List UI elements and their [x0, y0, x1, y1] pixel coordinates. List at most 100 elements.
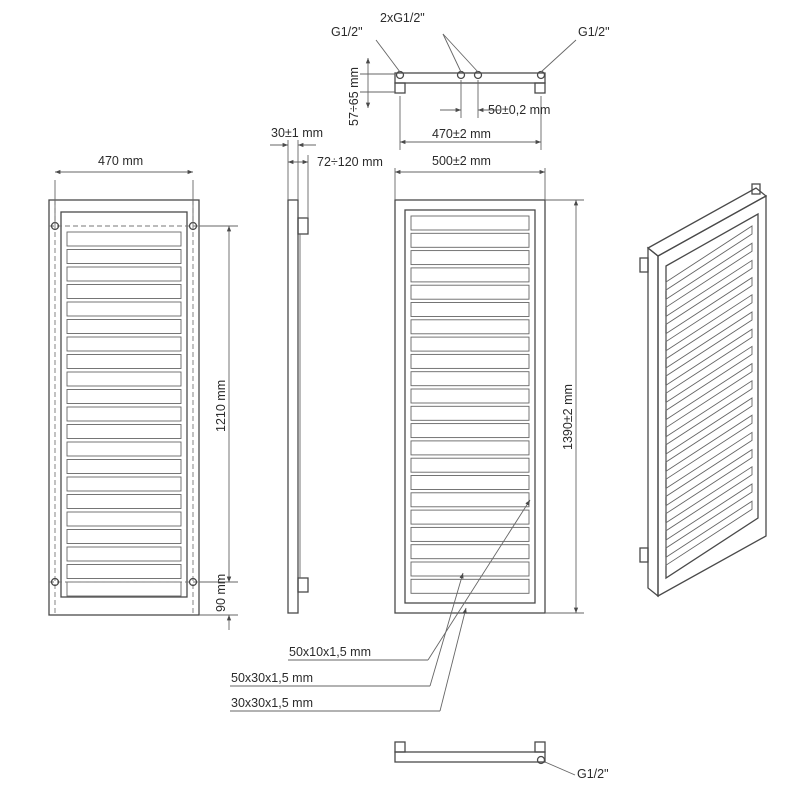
back-view-inner	[404, 209, 536, 604]
front-slat	[66, 476, 182, 492]
front-slat	[66, 459, 182, 474]
perspective-slat	[665, 225, 753, 291]
side-depth-label: 30±1 mm	[271, 126, 323, 140]
bottom-connection-label: G1/2"	[577, 767, 609, 781]
perspective-bracket-bottom	[639, 547, 649, 563]
top-spacing-label: 50±0,2 mm	[488, 103, 550, 117]
back-slat	[410, 319, 530, 335]
bottom-bracket-right	[534, 741, 546, 753]
back-slat	[410, 232, 530, 248]
perspective-slat	[665, 362, 753, 429]
front-slat	[66, 231, 182, 247]
back-slat	[410, 267, 530, 283]
front-slat	[66, 581, 182, 597]
back-slat	[410, 215, 530, 231]
front-slat	[66, 301, 182, 317]
side-view-body	[287, 199, 299, 614]
perspective-slat	[665, 379, 753, 446]
perspective-slat	[665, 259, 753, 326]
back-width-label: 500±2 mm	[432, 154, 491, 168]
back-view: 500±2 mm 1390±2 mm	[394, 154, 584, 614]
front-view-slats	[66, 231, 182, 597]
back-view-slats	[410, 215, 530, 594]
back-slat	[410, 492, 530, 508]
perspective-slat	[665, 431, 753, 498]
top-view-bracket-left	[394, 82, 406, 94]
top-view-bracket-right	[534, 82, 546, 94]
front-view: 470 mm 1210 mm 90 mm	[48, 154, 238, 630]
profile-2-label: 50x30x1,5 mm	[231, 671, 313, 685]
front-slat	[66, 494, 182, 509]
front-slat	[66, 406, 182, 422]
back-slat	[410, 475, 530, 490]
back-slat	[410, 405, 530, 421]
perspective-slat	[665, 345, 753, 412]
back-slat	[410, 578, 530, 594]
back-slat	[410, 336, 530, 352]
front-slat	[66, 511, 182, 527]
perspective-slat	[665, 465, 753, 532]
front-slat	[66, 529, 182, 544]
top-height-label: 57÷65 mm	[347, 67, 361, 126]
front-view-inner	[60, 211, 188, 598]
front-bottom-label: 90 mm	[214, 574, 228, 612]
front-slat	[66, 336, 182, 352]
back-slat	[410, 440, 530, 456]
side-offset-label: 72÷120 mm	[317, 155, 383, 169]
profile-3-label: 30x30x1,5 mm	[231, 696, 313, 710]
front-slat	[66, 441, 182, 457]
front-width-label: 470 mm	[98, 154, 143, 168]
perspective-bracket-top	[639, 257, 649, 273]
top-view: G1/2" 2xG1/2" G1/2" 57÷65 mm 50±0,2 mm 4…	[331, 11, 610, 150]
front-mount-bottom-left-icon	[50, 577, 60, 587]
perspective-slat	[665, 242, 753, 309]
back-slat	[410, 423, 530, 439]
profile-1-label: 50x10x1,5 mm	[289, 645, 371, 659]
front-view-frame	[48, 199, 200, 616]
back-slat	[410, 561, 530, 577]
front-slat	[66, 424, 182, 439]
front-slat	[66, 319, 182, 334]
perspective-slat	[665, 414, 753, 481]
bottom-connection-icon	[536, 755, 546, 765]
front-slat	[66, 284, 182, 299]
perspective-slat	[665, 397, 753, 463]
back-slat	[410, 284, 530, 300]
front-slat	[66, 371, 182, 387]
back-slat	[410, 302, 530, 317]
perspective-slat	[665, 328, 753, 395]
back-slat	[410, 371, 530, 387]
top-right-connection-label: G1/2"	[578, 25, 610, 39]
top-left-connection-label: G1/2"	[331, 25, 363, 39]
perspective-slat	[665, 276, 753, 343]
side-bracket-bottom	[297, 577, 309, 593]
back-slat	[410, 509, 530, 525]
profile-callouts: 50x10x1,5 mm 50x30x1,5 mm 30x30x1,5 mm	[230, 499, 531, 712]
back-view-frame	[394, 199, 546, 614]
perspective-view	[639, 183, 768, 598]
back-slat	[410, 353, 530, 369]
front-slat	[66, 354, 182, 369]
back-slat	[410, 250, 530, 266]
perspective-slat	[665, 311, 753, 377]
perspective-view-slats	[665, 225, 753, 567]
back-slat	[410, 526, 530, 542]
front-slat	[66, 266, 182, 282]
front-slat	[66, 564, 182, 579]
front-height-label: 1210 mm	[214, 380, 228, 432]
perspective-inner-frame	[665, 212, 759, 580]
back-height-label: 1390±2 mm	[561, 384, 575, 450]
front-slat	[66, 546, 182, 562]
top-middle-connection-label: 2xG1/2"	[380, 11, 425, 25]
top-view-body	[394, 72, 546, 84]
front-slat	[66, 249, 182, 264]
perspective-slat	[665, 448, 753, 515]
perspective-slat	[665, 483, 753, 549]
back-slat	[410, 388, 530, 404]
front-slat	[66, 389, 182, 404]
bottom-view: G1/2"	[394, 741, 609, 781]
back-slat	[410, 457, 530, 473]
back-slat	[410, 544, 530, 560]
bottom-bracket-left	[394, 741, 406, 753]
